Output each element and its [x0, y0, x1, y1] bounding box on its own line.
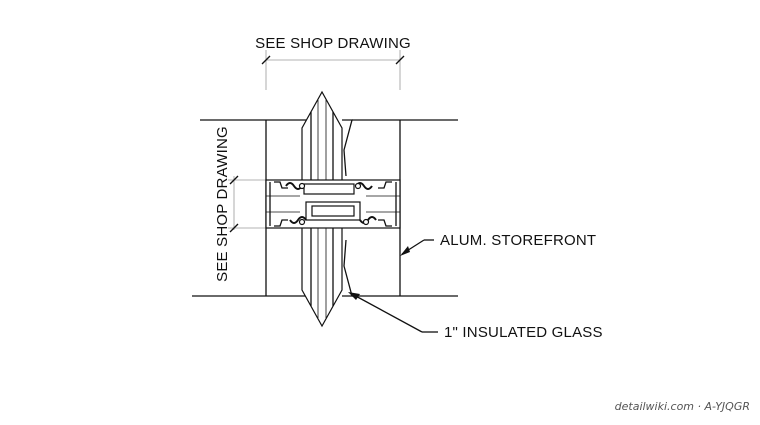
callout-insulated-glass: 1" INSULATED GLASS [348, 292, 603, 341]
side-tick-bottom [229, 223, 239, 233]
top-dimension-label: SEE SHOP DRAWING [255, 35, 411, 52]
glass-break-bottom [342, 239, 353, 297]
storefront-arrowhead [400, 246, 410, 256]
glass-arrowhead [348, 292, 360, 300]
gasket-top-left [285, 182, 303, 190]
side-dimension: SEE SHOP DRAWING [214, 126, 270, 282]
thermal-break-core [311, 205, 355, 217]
glass-break-top [342, 119, 353, 177]
snap-hook-top-left [274, 181, 288, 189]
gasket-dot-3 [298, 218, 306, 226]
snap-hook-bottom-right [378, 219, 392, 227]
snap-hook-top-right [378, 181, 392, 189]
callout-storefront: ALUM. STOREFRONT [400, 232, 596, 256]
gasket-dot-2 [354, 182, 362, 190]
glazing-pocket-top [303, 183, 355, 195]
gasket-dot-4 [362, 218, 370, 226]
top-tick-left [261, 55, 271, 65]
watermark-text: detailwiki.com · A-YJQGR [615, 400, 750, 413]
snap-hook-bottom-left [274, 219, 288, 227]
side-dimension-label: SEE SHOP DRAWING [214, 126, 231, 282]
side-tick-top [229, 175, 239, 185]
glass-callout-label: 1" INSULATED GLASS [444, 324, 603, 341]
gasket-bottom-left [289, 216, 307, 224]
aluminum-mullion [265, 179, 401, 229]
storefront-callout-label: ALUM. STOREFRONT [440, 232, 596, 249]
top-tick-right [395, 55, 405, 65]
gasket-dot-1 [298, 182, 306, 190]
top-dimension: SEE SHOP DRAWING [255, 35, 411, 90]
glass-leader [351, 293, 423, 333]
